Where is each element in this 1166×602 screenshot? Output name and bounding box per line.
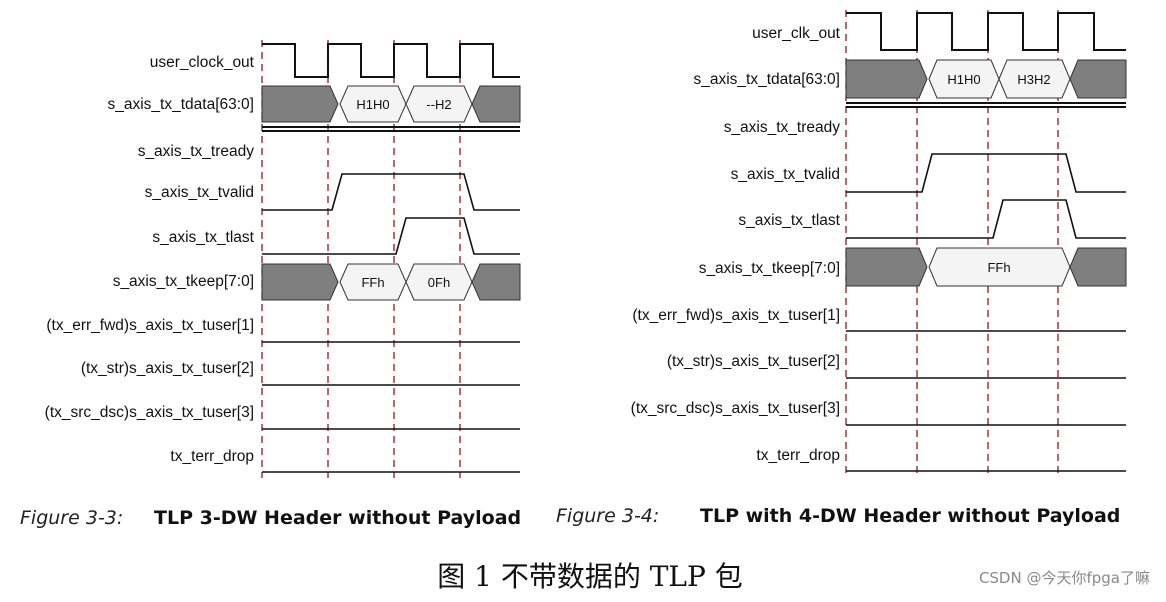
tkeep-bus: FFh bbox=[845, 247, 1127, 287]
signal-label-tkeep: s_axis_tx_tkeep[7:0] bbox=[113, 273, 254, 290]
tdata-value-h1h0: H1H0 bbox=[356, 97, 389, 112]
signal-label-tkeep: s_axis_tx_tkeep[7:0] bbox=[699, 260, 840, 277]
caption-title-left: TLP 3-DW Header without Payload bbox=[154, 507, 521, 529]
tvalid-waveform bbox=[262, 173, 520, 211]
tvalid-waveform bbox=[846, 153, 1126, 193]
signal-label-terr-drop: tx_terr_drop bbox=[170, 448, 254, 465]
clock-waveform bbox=[846, 12, 1126, 51]
signal-label-tvalid: s_axis_tx_tvalid bbox=[731, 166, 840, 183]
low-waveforms bbox=[262, 341, 520, 473]
signal-label-tuser2: (tx_str)s_axis_tx_tuser[2] bbox=[667, 353, 840, 370]
clock-waveform bbox=[262, 43, 520, 78]
signal-label-tdata: s_axis_tx_tdata[63:0] bbox=[108, 96, 255, 113]
signal-label-tready: s_axis_tx_tready bbox=[138, 143, 255, 160]
signal-label-tlast: s_axis_tx_tlast bbox=[738, 212, 840, 229]
tkeep-value-ffh: FFh bbox=[361, 275, 384, 290]
signal-label-tuser1: (tx_err_fwd)s_axis_tx_tuser[1] bbox=[46, 317, 254, 334]
signal-label-tvalid: s_axis_tx_tvalid bbox=[145, 184, 254, 201]
signal-label-terr-drop: tx_terr_drop bbox=[756, 447, 840, 464]
figure-3-4: user_clk_out s_axis_tx_tdata[63:0] s_axi… bbox=[556, 10, 1127, 527]
watermark: CSDN @今天你fpga了嘛 bbox=[979, 569, 1150, 587]
tdata-value-h2: --H2 bbox=[426, 97, 451, 112]
caption-title-right: TLP with 4-DW Header without Payload bbox=[700, 505, 1120, 527]
tready-waveform bbox=[262, 126, 520, 132]
tdata-value-h3h2: H3H2 bbox=[1017, 72, 1050, 87]
caption-label-right: Figure 3-4: bbox=[556, 505, 659, 527]
tkeep-value-0fh: 0Fh bbox=[428, 275, 450, 290]
signal-label-tuser2: (tx_str)s_axis_tx_tuser[2] bbox=[81, 360, 254, 377]
tkeep-value-ffh: FFh bbox=[987, 260, 1010, 275]
low-waveforms bbox=[846, 330, 1126, 472]
signal-label-tready: s_axis_tx_tready bbox=[724, 119, 841, 136]
figure-3-3: user_clock_out s_axis_tx_tdata[63:0] s_a… bbox=[20, 40, 521, 529]
tdata-bus: H1H0 --H2 bbox=[261, 85, 521, 123]
tkeep-bus: FFh 0Fh bbox=[261, 263, 521, 301]
signal-label-tuser3: (tx_src_dsc)s_axis_tx_tuser[3] bbox=[631, 400, 840, 417]
tready-waveform bbox=[846, 102, 1126, 108]
main-caption: 图 1 不带数据的 TLP 包 bbox=[437, 560, 743, 593]
tlast-waveform bbox=[846, 199, 1126, 239]
tdata-value-h1h0: H1H0 bbox=[947, 72, 980, 87]
signal-label-tuser1: (tx_err_fwd)s_axis_tx_tuser[1] bbox=[632, 307, 840, 324]
signal-label-tlast: s_axis_tx_tlast bbox=[152, 229, 254, 246]
tdata-bus: H1H0 H3H2 bbox=[845, 59, 1127, 99]
signal-label-user-clock-out: user_clock_out bbox=[150, 54, 255, 71]
signal-label-user-clk-out: user_clk_out bbox=[752, 25, 841, 42]
signal-label-tuser3: (tx_src_dsc)s_axis_tx_tuser[3] bbox=[45, 404, 254, 421]
caption-label-left: Figure 3-3: bbox=[20, 507, 123, 529]
signal-label-tdata: s_axis_tx_tdata[63:0] bbox=[694, 71, 841, 88]
tlast-waveform bbox=[262, 217, 520, 255]
